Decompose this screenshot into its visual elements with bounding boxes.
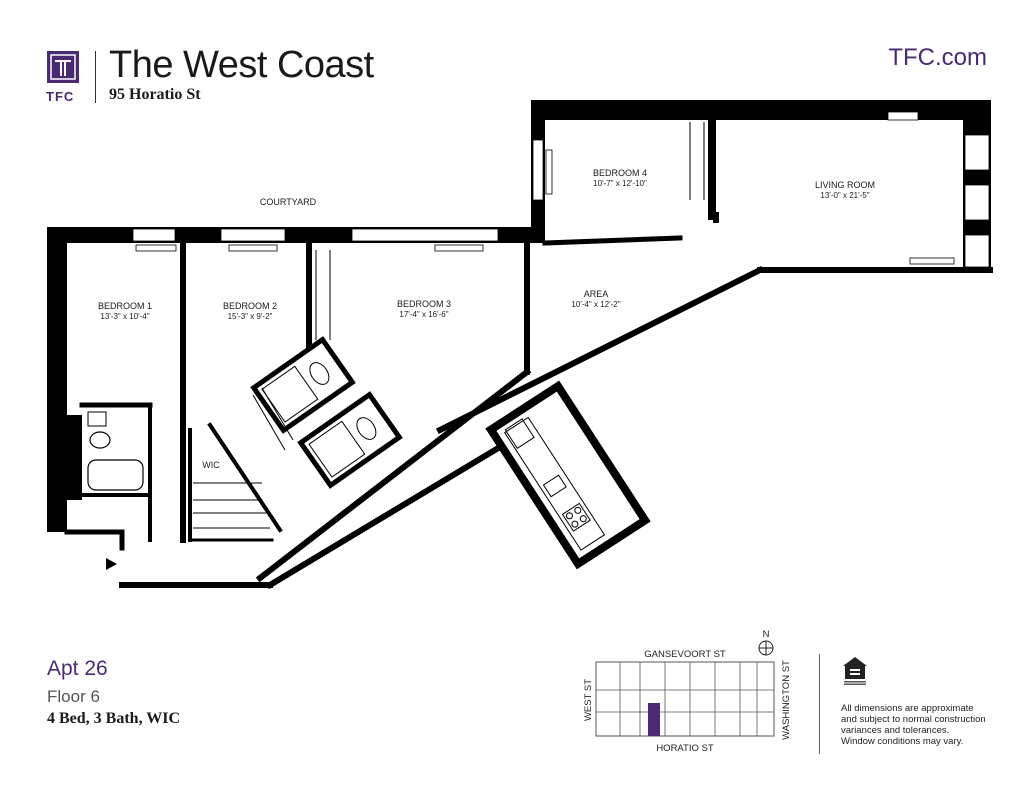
kitchen (485, 380, 651, 570)
bedroom3-label: BEDROOM 3 (397, 299, 451, 309)
disclaimer: All dimensions are approximate and subje… (841, 703, 1001, 747)
bedroom2-dim: 15'-3" x 9'-2" (228, 312, 273, 321)
plan-interior-walls (64, 212, 993, 590)
website-link[interactable]: TFC.com (888, 44, 987, 71)
bedroom2-label: BEDROOM 2 (223, 301, 277, 311)
building-address: 95 Horatio St (109, 86, 201, 103)
disclaimer-line: variances and tolerances. (841, 725, 950, 736)
disclaimer-line: All dimensions are approximate (841, 703, 974, 714)
unit-summary: 4 Bed, 3 Bath, WIC (47, 710, 181, 727)
area-dim: 10'-4" x 12'-2" (571, 300, 620, 309)
equal-housing-opportunity-icon (843, 657, 867, 685)
disclaimer-line: Window conditions may vary. (841, 736, 964, 747)
bedroom4-label: BEDROOM 4 (593, 168, 647, 178)
keyplan-highlight (648, 703, 660, 736)
street-top: GANSEVOORT ST (644, 649, 726, 660)
bathroom-3 (250, 336, 356, 434)
street-right: WASHINGTON ST (781, 660, 792, 740)
apartment-number: Apt 26 (47, 657, 108, 680)
bedroom1-label: BEDROOM 1 (98, 301, 152, 311)
north-label: N (763, 629, 770, 640)
closet-shelving (193, 122, 705, 529)
area-label: AREA (584, 289, 609, 299)
bathroom-2 (297, 391, 403, 489)
tfc-logo-icon (47, 51, 79, 83)
entry-arrow-icon (106, 558, 117, 570)
living-room-label: LIVING ROOM (815, 180, 875, 190)
bedroom4-dim: 10'-7" x 12'-10" (593, 179, 647, 188)
key-plan: N GANSEVOORT ST HORATIO ST WEST ST WASHI… (583, 629, 792, 754)
floor-number: Floor 6 (47, 687, 100, 706)
courtyard-label: COURTYARD (260, 197, 317, 207)
brand-mark: TFC (46, 89, 75, 104)
header-divider (95, 51, 96, 103)
bedroom3-dim: 17'-4" x 16'-6" (399, 310, 448, 319)
footer-divider (819, 654, 820, 754)
street-bottom: HORATIO ST (656, 743, 714, 754)
bathroom-1 (87, 411, 144, 491)
plan-windows (132, 111, 990, 268)
street-left: WEST ST (583, 679, 594, 721)
living-room-dim: 13'-0" x 21'-5" (820, 191, 869, 200)
wic-label: WIC (202, 460, 220, 470)
building-title: The West Coast (109, 44, 374, 86)
bedroom1-dim: 13'-3" x 10'-4" (100, 312, 149, 321)
disclaimer-line: and subject to normal construction (841, 714, 986, 725)
